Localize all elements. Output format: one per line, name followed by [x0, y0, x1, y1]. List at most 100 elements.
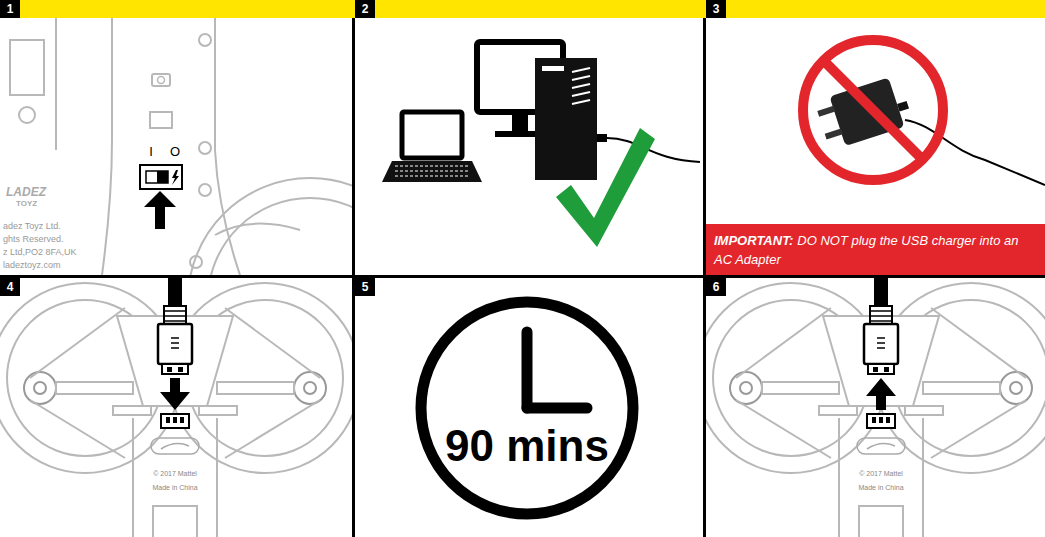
body-outline: [133, 418, 217, 537]
charge-plug: [864, 324, 898, 364]
insert-arrow: [160, 378, 190, 410]
motor-hub: [304, 382, 316, 394]
charge-socket: [161, 414, 189, 428]
push-arrow: [144, 191, 176, 229]
strain-relief: [870, 320, 892, 322]
panel-art: [803, 40, 1045, 185]
step-number: 1: [0, 0, 20, 18]
drive-slot: [542, 66, 564, 71]
panel-art: [382, 42, 700, 247]
watermark: adez Toyz Ltd.: [3, 222, 61, 232]
tower-vent: [572, 68, 590, 72]
copyright-mark: © 2017 Mattel: [153, 470, 197, 478]
plug-grip: [877, 337, 885, 339]
origin-mark: Made in China: [858, 484, 903, 492]
battery-door: [859, 506, 903, 537]
origin-mark: Made in China: [152, 484, 197, 492]
plug-tip: [178, 367, 183, 372]
rotor-spoke: [30, 400, 125, 458]
remove-arrow: [866, 378, 896, 410]
clock-face: 90 mins: [415, 296, 639, 520]
button: [150, 112, 172, 128]
motor-hub: [1010, 382, 1022, 394]
watermark: LADEZ: [6, 186, 46, 199]
prohibited-slash: [824, 61, 922, 159]
laptop-base: [382, 161, 482, 182]
panel-ground: [355, 278, 703, 537]
duration-text: 90 mins: [415, 296, 639, 468]
laptop-keys: [395, 171, 470, 172]
strain-relief: [164, 315, 186, 317]
socket-pin: [180, 417, 184, 423]
check-mark: [556, 128, 655, 247]
monitor-stand: [512, 115, 528, 133]
plug-grip: [877, 342, 885, 344]
frame-part: [10, 40, 44, 95]
rotor-spoke: [736, 308, 831, 378]
usb-plug: [597, 134, 607, 142]
rotor-spoke: [931, 308, 1026, 378]
clock-rim: [421, 302, 633, 514]
motor-hub: [294, 372, 326, 404]
rotor-arm: [215, 224, 300, 235]
tower-vent: [572, 84, 590, 88]
step-number: 3: [706, 0, 726, 18]
screw-hole: [199, 184, 211, 196]
strain-relief: [870, 315, 892, 317]
warning-text: IMPORTANT:: [714, 233, 793, 248]
socket-pin: [166, 417, 170, 423]
motor-hub: [24, 372, 56, 404]
arm: [923, 382, 1000, 394]
panel-ground: [355, 0, 703, 275]
step-panel: 5 90 mins: [355, 278, 703, 537]
plug-grip: [171, 337, 179, 339]
arm: [762, 382, 839, 394]
plug-grip: [877, 347, 885, 349]
adapter-port: [897, 101, 909, 112]
plug-tip: [167, 367, 172, 372]
socket-pin: [879, 417, 883, 423]
socket-pin: [173, 417, 177, 423]
charge-bolt: [172, 170, 179, 185]
usb-cable: [874, 278, 888, 308]
motor-hub: [34, 382, 46, 394]
rotor-spoke: [225, 308, 320, 378]
rotor-spoke: [736, 400, 831, 458]
laptop-keys: [395, 166, 470, 167]
panel-ground: [0, 0, 352, 275]
header-bar: [0, 0, 1045, 18]
panel-ground: [0, 278, 352, 537]
panel-ground: [706, 278, 1045, 537]
watermark: ghts Reserved.: [3, 235, 64, 245]
power-switch: [140, 165, 182, 189]
strain-relief: [164, 310, 186, 312]
tower-vent: [572, 92, 590, 96]
plug-tip: [868, 364, 894, 374]
rotor-guard: [208, 198, 352, 275]
step-number: 4: [0, 278, 20, 296]
strain-relief: [164, 320, 186, 322]
step-number: 6: [706, 278, 726, 296]
plug-grip: [171, 342, 179, 344]
switch-mark: I: [149, 145, 153, 159]
watermark: z Ltd,PO2 8FA,UK: [3, 248, 77, 258]
camera-icon: [158, 77, 165, 84]
panel-art: [0, 278, 352, 537]
usb-cable: [168, 278, 182, 308]
laptop-screen: [402, 112, 462, 158]
screw-hole: [19, 107, 35, 123]
charge-plug: [158, 324, 192, 364]
step-panel: 2: [355, 0, 703, 275]
panel-art: [706, 278, 1045, 537]
bracket: [819, 406, 857, 415]
body-outline: [102, 18, 112, 275]
rotor-guard: [188, 178, 352, 275]
clock-outline: [415, 296, 639, 520]
motor-hub: [740, 382, 752, 394]
bracket: [199, 406, 237, 415]
socket-pin: [872, 417, 876, 423]
strain-relief: [870, 310, 892, 312]
computer-tower: [535, 58, 597, 180]
panel-ground: [706, 0, 1045, 275]
step-number: 5: [355, 278, 375, 296]
